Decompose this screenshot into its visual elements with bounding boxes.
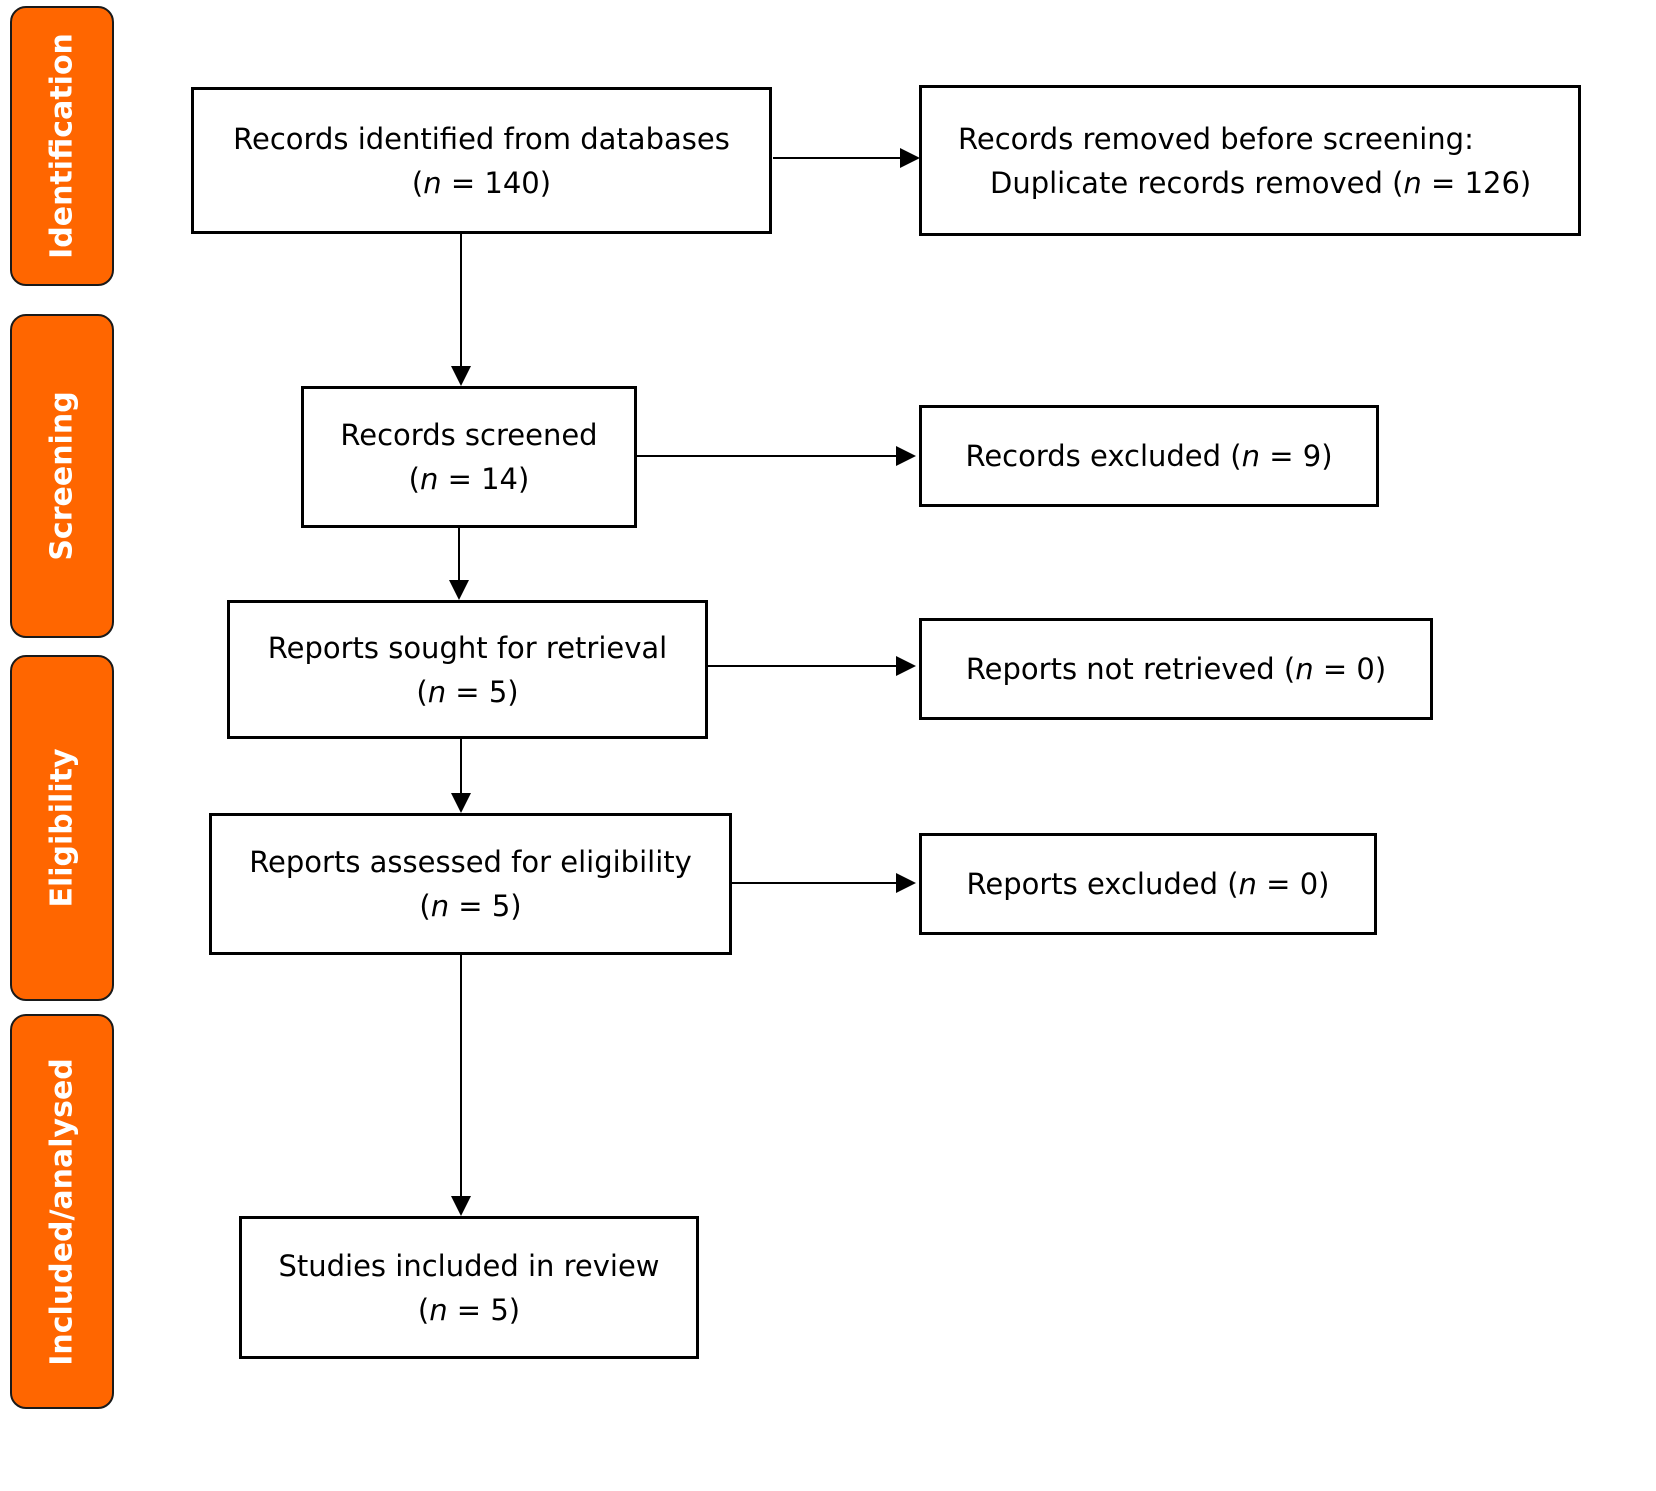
phase-screening: Screening xyxy=(10,314,114,638)
reports-assessed-title: Reports assessed for eligibility xyxy=(249,845,692,879)
box-records-excluded: Records excluded (n = 9) xyxy=(919,405,1379,507)
studies-included-title: Studies included in review xyxy=(278,1248,660,1283)
phase-eligibility: Eligibility xyxy=(10,655,114,1001)
arrowhead-identified-to-removed xyxy=(900,148,920,168)
records-identified-count: (n = 140) xyxy=(411,165,552,200)
arrowhead-screened-to-excluded xyxy=(896,446,916,466)
arrowhead-sought-to-assessed xyxy=(451,793,471,813)
arrowhead-sought-to-not-retrieved xyxy=(896,656,916,676)
records-screened-count: (n = 14) xyxy=(408,462,530,496)
records-excluded-text: Records excluded (n = 9) xyxy=(965,439,1333,473)
arrowhead-screened-to-sought xyxy=(449,580,469,600)
records-identified-title: Records identified from databases xyxy=(233,121,730,156)
box-reports-sought: Reports sought for retrieval (n = 5) xyxy=(227,600,708,739)
arrowhead-assessed-to-excluded xyxy=(896,873,916,893)
records-removed-title: Records removed before screening: xyxy=(958,121,1474,156)
box-records-identified: Records identified from databases (n = 1… xyxy=(191,87,772,234)
box-reports-not-retrieved: Reports not retrieved (n = 0) xyxy=(919,618,1433,720)
box-records-screened: Records screened (n = 14) xyxy=(301,386,637,528)
records-removed-duplicates: Duplicate records removed (n = 126) xyxy=(990,165,1532,200)
box-reports-excluded: Reports excluded (n = 0) xyxy=(919,833,1377,935)
box-studies-included: Studies included in review (n = 5) xyxy=(239,1216,699,1359)
arrowhead-assessed-to-included xyxy=(451,1196,471,1216)
records-screened-title: Records screened xyxy=(340,418,598,452)
reports-assessed-count: (n = 5) xyxy=(419,889,522,923)
phase-included: Included/analysed xyxy=(10,1014,114,1409)
box-records-removed: Records removed before screening: Duplic… xyxy=(919,85,1581,236)
reports-excluded-text: Reports excluded (n = 0) xyxy=(966,867,1330,901)
phase-identification: Identification xyxy=(10,6,114,286)
box-reports-assessed: Reports assessed for eligibility (n = 5) xyxy=(209,813,732,955)
reports-sought-count: (n = 5) xyxy=(416,674,519,709)
reports-not-retrieved-text: Reports not retrieved (n = 0) xyxy=(965,652,1387,686)
reports-sought-title: Reports sought for retrieval xyxy=(267,630,668,665)
arrowhead-identified-to-screened xyxy=(451,366,471,386)
studies-included-count: (n = 5) xyxy=(417,1292,521,1327)
